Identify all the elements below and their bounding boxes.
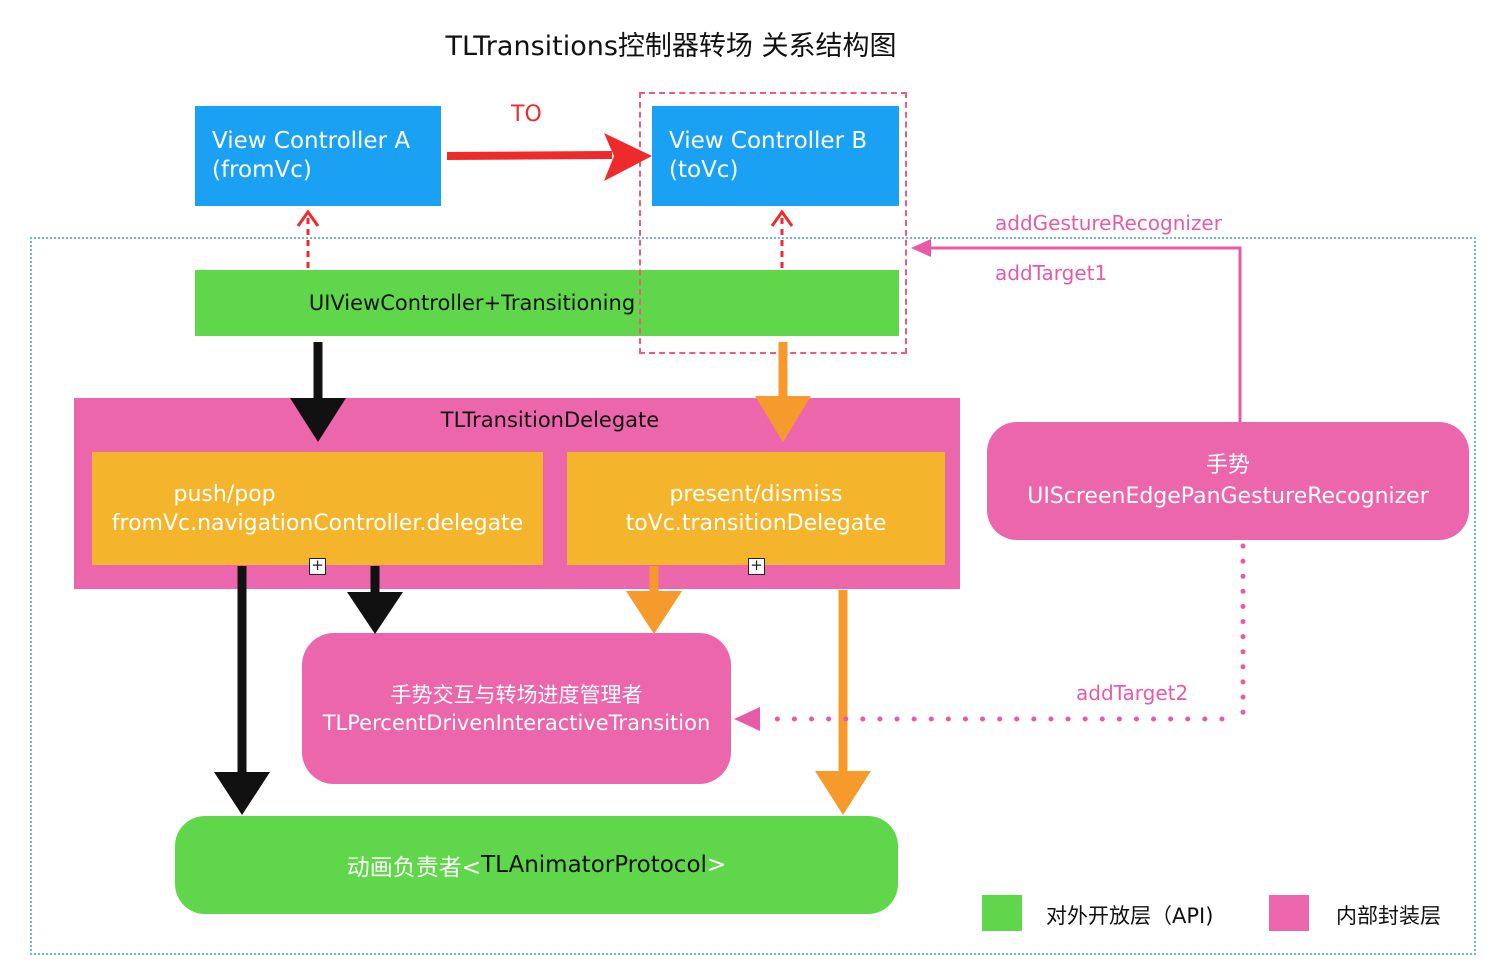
diagram-title: TLTransitions控制器转场 关系结构图 bbox=[445, 31, 897, 62]
view-controller-a[interactable]: View Controller A (fromVc) bbox=[195, 106, 441, 206]
legend-swatch-api bbox=[982, 895, 1022, 931]
to-label: TO bbox=[511, 102, 542, 127]
orange-arrowhead-animator bbox=[815, 771, 871, 815]
orange-arrowhead-interactive bbox=[626, 591, 682, 634]
expand-icon[interactable]: + bbox=[309, 558, 326, 575]
to-vc-highlight-box bbox=[639, 92, 907, 354]
gesture-recognizer-node[interactable]: 手势 UIScreenEdgePanGestureRecognizer bbox=[987, 422, 1469, 540]
add-target1-label: addTarget1 bbox=[995, 261, 1108, 285]
internal-layer-frame bbox=[30, 237, 1476, 955]
vc-a-title: View Controller A bbox=[212, 128, 411, 154]
interactive-title: 手势交互与转场进度管理者 bbox=[390, 682, 643, 707]
red-arrowhead-b bbox=[770, 209, 794, 227]
legend-label-api: 对外开放层（API) bbox=[1046, 904, 1214, 928]
animator-node[interactable]: 动画负责者<TLAnimatorProtocol> bbox=[175, 816, 898, 914]
push-pop-delegate-label: fromVc.navigationController.delegate bbox=[111, 510, 524, 536]
to-arrow-head bbox=[604, 133, 652, 181]
legend-label-internal: 内部封装层 bbox=[1336, 904, 1441, 928]
transitioning-label: UIViewController+Transitioning bbox=[308, 291, 636, 315]
add-gesture-label: addGestureRecognizer bbox=[995, 211, 1222, 235]
gesture-class-label: UIScreenEdgePanGestureRecognizer bbox=[1027, 484, 1429, 509]
vc-b-subtitle: (toVc) bbox=[669, 157, 739, 183]
interactive-transition-node[interactable]: 手势交互与转场进度管理者 TLPercentDrivenInteractiveT… bbox=[302, 633, 731, 784]
animator-suffix: > bbox=[706, 852, 727, 878]
black-arrowhead-delegate bbox=[290, 398, 346, 442]
transition-delegate-title: TLTransitionDelegate bbox=[440, 408, 660, 432]
push-pop-label: push/pop bbox=[173, 481, 276, 507]
present-dismiss-label: present/dismiss bbox=[669, 481, 843, 507]
red-arrowhead-a bbox=[296, 209, 320, 227]
transitioning-category-node[interactable]: UIViewController+Transitioning bbox=[195, 270, 899, 336]
add-target2-arrowhead bbox=[734, 707, 760, 731]
add-gesture-arrowhead bbox=[911, 239, 931, 257]
black-arrowhead-animator bbox=[214, 772, 270, 815]
black-arrowhead-interactive bbox=[347, 592, 403, 634]
view-controller-b[interactable]: View Controller B (toVc) bbox=[652, 106, 899, 206]
transition-delegate-property-label: toVc.transitionDelegate bbox=[625, 510, 887, 536]
present-dismiss-node[interactable]: present/dismiss toVc.transitionDelegate bbox=[567, 452, 945, 565]
add-gesture-connector bbox=[926, 246, 1242, 422]
vc-a-subtitle: (fromVc) bbox=[212, 157, 312, 183]
push-pop-node[interactable]: push/pop fromVc.navigationController.del… bbox=[92, 452, 543, 565]
gesture-title: 手势 bbox=[1205, 453, 1250, 478]
interactive-class-label: TLPercentDrivenInteractiveTransition bbox=[322, 710, 711, 735]
orange-arrowhead-delegate bbox=[755, 396, 811, 442]
add-target2-label: addTarget2 bbox=[1076, 681, 1189, 705]
animator-prefix: 动画负责者< bbox=[346, 855, 482, 881]
animator-protocol-label: TLAnimatorProtocol bbox=[481, 852, 707, 878]
to-arrow-shaft bbox=[446, 151, 613, 160]
vc-b-title: View Controller B bbox=[669, 128, 868, 154]
legend-swatch-internal bbox=[1269, 895, 1309, 931]
expand-icon[interactable]: + bbox=[748, 558, 765, 575]
